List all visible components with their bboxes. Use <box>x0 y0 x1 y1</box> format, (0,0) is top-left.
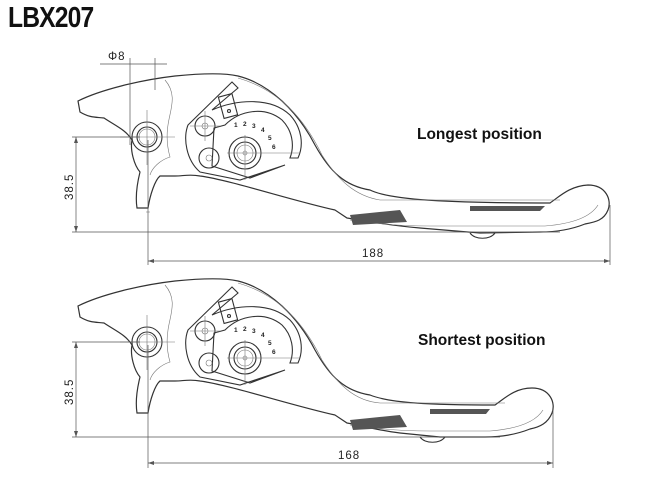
position-label-longest: Longest position <box>417 126 542 143</box>
svg-text:2: 2 <box>243 121 247 128</box>
lever-shortest <box>77 278 554 443</box>
model-title: LBX207 <box>8 2 94 34</box>
svg-text:6: 6 <box>272 144 276 151</box>
adjuster-dial-numbers-top: 1 2 3 4 5 6 <box>234 121 276 151</box>
svg-text:5: 5 <box>268 135 272 142</box>
svg-text:4: 4 <box>261 332 265 339</box>
svg-text:3: 3 <box>252 123 256 130</box>
svg-text:2: 2 <box>243 326 247 333</box>
lever-longest <box>77 73 610 239</box>
length-dim-bottom: 168 <box>338 450 360 462</box>
dimensions-top: Φ8 38.5 188 Longest position <box>64 51 611 265</box>
svg-text:4: 4 <box>261 127 265 134</box>
adjuster-dial-numbers-bottom: 1 2 3 4 5 6 <box>234 326 276 356</box>
svg-text:6: 6 <box>272 349 276 356</box>
diameter-label: Φ8 <box>108 51 126 63</box>
height-dim-bottom: 38.5 <box>64 379 76 405</box>
length-dim-top: 188 <box>362 248 384 260</box>
svg-text:1: 1 <box>234 327 238 334</box>
svg-text:5: 5 <box>268 340 272 347</box>
dimensions-bottom: 38.5 168 Shortest position <box>64 332 554 468</box>
height-dim-top: 38.5 <box>64 174 76 200</box>
svg-text:3: 3 <box>252 328 256 335</box>
svg-text:1: 1 <box>234 122 238 129</box>
position-label-shortest: Shortest position <box>418 332 545 349</box>
